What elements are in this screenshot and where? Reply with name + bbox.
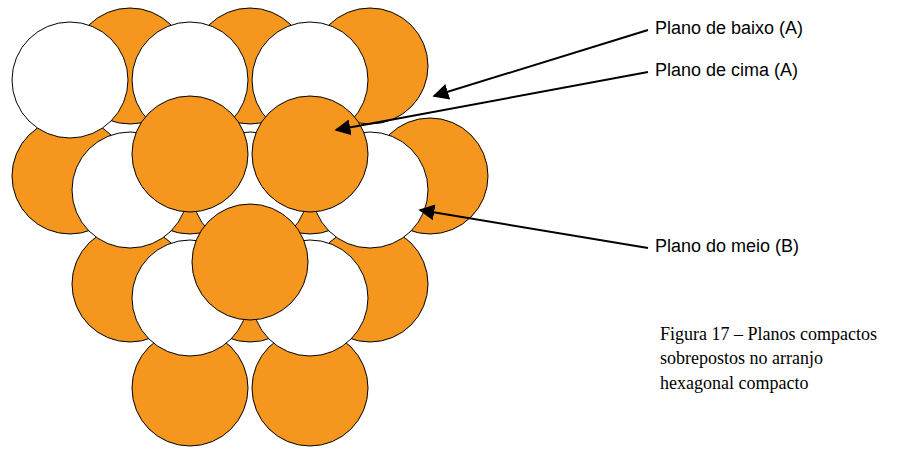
plane-label: Plano de baixo (A) (655, 18, 803, 40)
plane-label: Plano do meio (B) (655, 236, 799, 258)
plane-label: Plano de cima (A) (655, 60, 798, 82)
middle-plane (12, 22, 428, 356)
leader-lines (336, 30, 648, 248)
bottom-plane (12, 8, 488, 446)
top-plane (132, 96, 368, 320)
figure-caption: Figura 17 – Planos compactos sobrepostos… (660, 322, 896, 395)
